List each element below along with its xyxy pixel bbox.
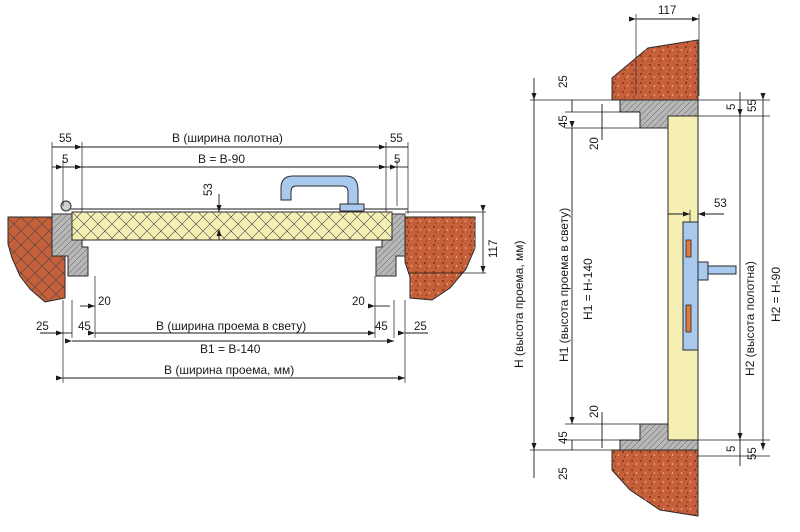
clear-width-label: В (ширина проема в свету) — [156, 319, 306, 333]
dim-53-elevation: 53 — [714, 198, 727, 210]
dim-5-left: 5 — [62, 154, 68, 166]
dim-25-bottom: 25 — [558, 467, 570, 480]
dim-53: 53 — [203, 183, 215, 196]
elevation-view: 117 25 45 20 5 55 53 Н (высота проема, м… — [512, 5, 783, 517]
bottom-wall-texture — [612, 450, 698, 516]
dim-55-left: 55 — [59, 133, 72, 145]
handle-section-lever — [707, 265, 737, 275]
dim-5-top: 5 — [726, 104, 738, 110]
leaf-height-formula: Н2 = Н-90 — [769, 267, 783, 322]
handle-rose — [339, 203, 365, 212]
bottom-frame-hatch — [620, 424, 698, 450]
dim-25-left: 25 — [36, 321, 49, 333]
dim-20-bottom: 20 — [589, 405, 601, 418]
dim-25-top: 25 — [558, 75, 570, 88]
dim-55-top: 55 — [747, 99, 759, 112]
left-wall-texture — [8, 217, 65, 302]
leaf-width-formula: В = В-90 — [198, 152, 245, 166]
opening-width-label: В (ширина проема, мм) — [164, 363, 294, 377]
clear-height-formula: Н1 = Н-140 — [581, 258, 595, 320]
plan-view: 55 5 55 5 В (ширина полотна) В = В-90 53… — [7, 131, 500, 383]
dim-117-plan: 117 — [488, 240, 500, 258]
dim-5-bottom: 5 — [726, 446, 738, 452]
dim-117-top: 117 — [658, 5, 676, 17]
opening-height-label: Н (высота проема, мм) — [512, 240, 526, 368]
leaf-width-label: В (ширина полотна) — [172, 131, 283, 145]
dim-45-top: 45 — [558, 115, 570, 128]
door-leaf-hatch — [72, 212, 392, 240]
clear-width-formula: В1 = В-140 — [200, 342, 261, 356]
dim-45-right: 45 — [375, 321, 388, 333]
clear-height-label: Н1 (высота проема в свету) — [557, 208, 571, 362]
dim-5-right: 5 — [394, 154, 400, 166]
dim-55-bottom: 55 — [747, 447, 759, 460]
dim-45-left: 45 — [78, 321, 91, 333]
handle-icon — [280, 175, 359, 207]
dim-45-bottom: 45 — [558, 431, 570, 444]
right-wall-texture — [405, 217, 475, 300]
dim-25-right: 25 — [414, 321, 427, 333]
latch-lower — [685, 304, 692, 333]
hinge-icon — [60, 200, 72, 212]
latch-upper — [685, 239, 692, 258]
top-wall-texture — [612, 40, 698, 100]
dim-20-left: 20 — [98, 296, 111, 308]
dim-55-right: 55 — [390, 133, 403, 145]
handle-section-icon — [697, 261, 709, 281]
top-frame-hatch — [620, 100, 698, 128]
leaf-height-label: Н2 (высота полотна) — [743, 261, 757, 376]
dim-20-top: 20 — [589, 137, 601, 150]
dim-20-right: 20 — [352, 296, 365, 308]
